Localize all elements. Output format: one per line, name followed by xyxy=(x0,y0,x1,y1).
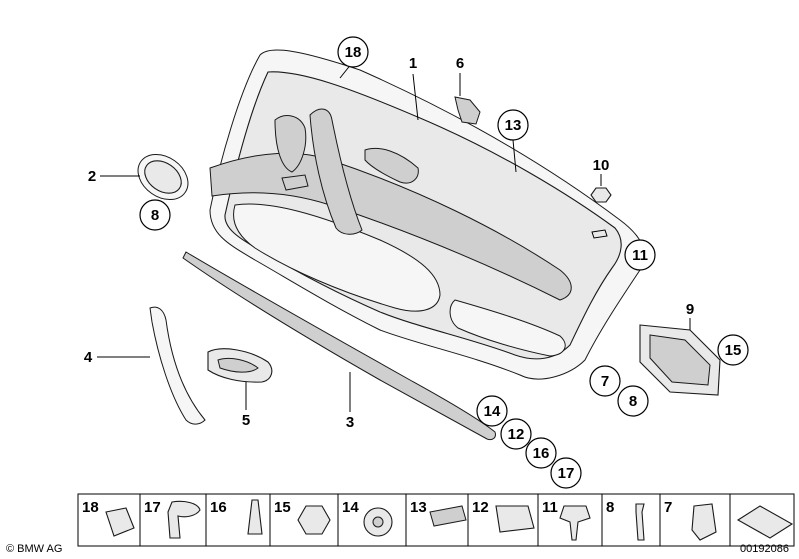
strip-label-16: 16 xyxy=(210,499,227,516)
strip-label-17: 17 xyxy=(144,499,161,516)
callout-10: 10 xyxy=(593,157,610,174)
clip-13-sketch xyxy=(429,505,467,527)
trim-strip[interactable] xyxy=(182,251,496,441)
callout-8-speaker: 8 xyxy=(151,207,159,224)
strip-label-7: 7 xyxy=(664,499,672,516)
callout-7: 7 xyxy=(601,373,609,390)
callout-1: 1 xyxy=(409,55,417,72)
callout-8: 8 xyxy=(629,393,637,410)
callout-12: 12 xyxy=(508,426,525,443)
door-trim-panel[interactable] xyxy=(209,49,645,380)
screw-8-sketch xyxy=(635,503,645,541)
strip-label-14: 14 xyxy=(342,499,359,516)
strip-label-15: 15 xyxy=(274,499,291,516)
clip-12-sketch xyxy=(495,505,535,533)
strip-label-13: 13 xyxy=(410,499,427,516)
clip-7-sketch xyxy=(691,503,717,541)
clip-18-sketch xyxy=(105,507,135,537)
callout-17: 17 xyxy=(558,465,575,482)
arrow-shape-sketch xyxy=(736,505,794,539)
callouts: 18 1 6 13 10 2 8 11 9 15 4 5 3 7 8 14 12… xyxy=(84,36,749,489)
leader-lines xyxy=(97,62,691,412)
copyright-text: © BMW AG xyxy=(6,543,63,555)
speaker-cover[interactable] xyxy=(129,145,196,209)
callout-13: 13 xyxy=(505,117,522,134)
nut-15-sketch xyxy=(297,505,331,535)
strip-label-11: 11 xyxy=(542,499,558,516)
callout-16: 16 xyxy=(533,445,550,462)
strip-label-8: 8 xyxy=(606,499,614,516)
pin-16-sketch xyxy=(247,499,263,535)
callout-4: 4 xyxy=(84,349,93,366)
bracket-part-9[interactable] xyxy=(639,324,721,396)
strip-label-18: 18 xyxy=(82,499,99,516)
callout-14: 14 xyxy=(484,403,501,420)
callout-5: 5 xyxy=(242,412,250,429)
callout-11: 11 xyxy=(632,247,648,264)
drawing-number: 00192086 xyxy=(740,543,789,555)
inner-door-handle[interactable] xyxy=(207,348,273,383)
clip-part-6[interactable] xyxy=(454,96,481,125)
callout-18-main: 18 xyxy=(345,44,362,61)
callout-6: 6 xyxy=(456,55,464,72)
callout-15: 15 xyxy=(725,342,742,359)
nut-part-10[interactable] xyxy=(590,187,612,203)
callout-3: 3 xyxy=(346,414,354,431)
callout-2: 2 xyxy=(88,168,96,185)
pillar-trim[interactable] xyxy=(149,306,206,425)
callout-9: 9 xyxy=(686,301,694,318)
strip-label-12: 12 xyxy=(472,499,489,516)
rivet-11-sketch xyxy=(559,505,591,541)
parts-strip: 18 17 16 15 14 13 12 11 8 7 xyxy=(77,493,795,547)
plug-17-sketch xyxy=(167,500,201,539)
